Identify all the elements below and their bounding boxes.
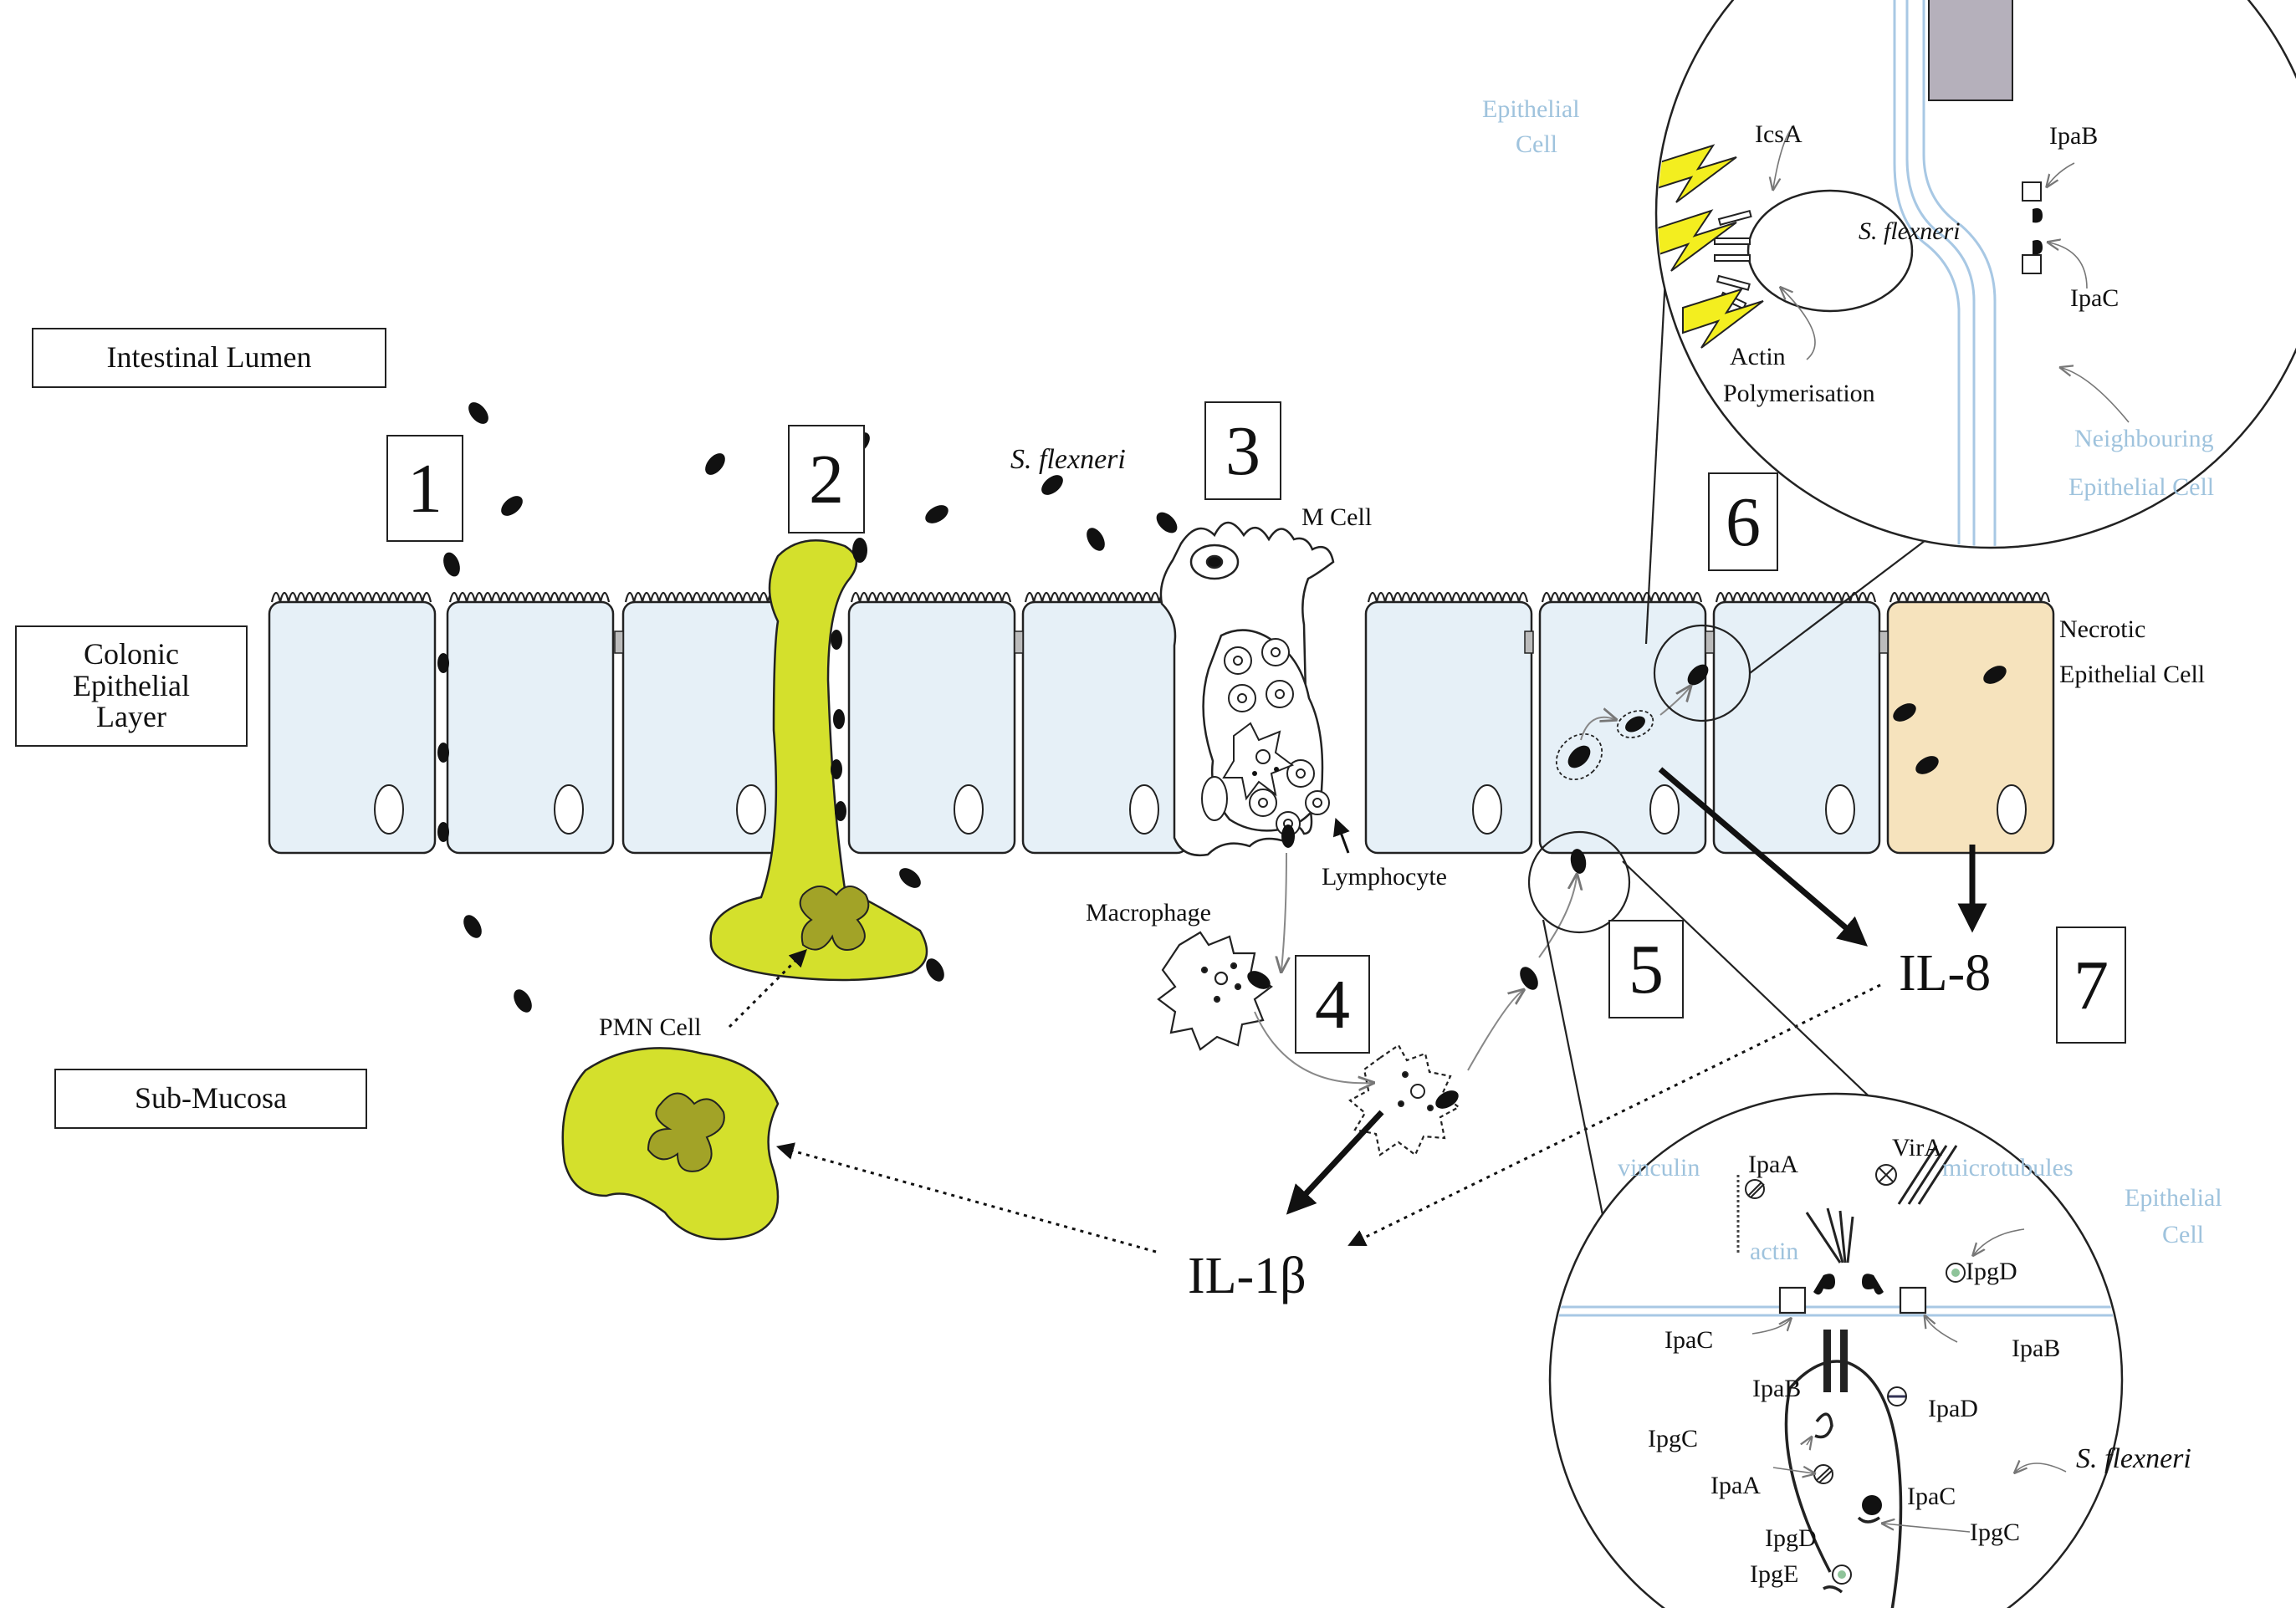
step-6-box: 6 [1708,472,1778,571]
region-label-submucosa: Sub-Mucosa [54,1069,367,1129]
inset-top-s-flexneri: S. flexneri [1859,219,1961,244]
inset-bottom-ipaa-low: IpaA [1710,1473,1761,1498]
necrotic-epithelial-cell [1888,602,2053,853]
inset-bottom-s-flexneri: S. flexneri [2076,1445,2191,1473]
inset-bottom-ipgd-low: IpgD [1765,1526,1817,1551]
inset-top-actin: Actin [1730,345,1786,370]
inset-bottom-ipgc-right: IpgC [1970,1520,2020,1545]
inset-bottom-ipgd-top: IpgD [1966,1259,2017,1284]
inset-top-ipac: IpaC [2070,286,2119,311]
region-label-lumen: Intestinal Lumen [32,328,386,388]
inset-top-polymerisation: Polymerisation [1723,381,1875,406]
epithelial-cell [1023,602,1189,853]
epithelial-layer [269,593,2053,853]
inset-top-ipab: IpaB [2049,124,2098,149]
label-lymphocyte: Lymphocyte [1322,865,1447,890]
label-il1b: IL-1β [1188,1250,1307,1302]
label-pmn-cell: PMN Cell [599,1015,702,1040]
step-5-box: 5 [1608,920,1684,1018]
step-4-box: 4 [1295,955,1370,1054]
label-necrotic-epithelial-cell: Epithelial Cell [2059,662,2205,687]
epithelial-cell [1540,602,1705,853]
epithelial-cell [269,602,435,853]
step-3-box: 3 [1204,401,1281,500]
inset-top-icsa: IcsA [1755,122,1803,147]
epithelial-cell [1366,602,1532,853]
inset-bottom-epithelial: Epithelial [2125,1186,2222,1211]
pmn-cell-submucosa [563,1048,778,1239]
region-label-epithelial: Colonic Epithelial Layer [15,625,248,747]
label-macrophage: Macrophage [1086,901,1211,926]
inset-bottom-ipab-right: IpaB [2012,1336,2060,1361]
inset-bottom-ipaa-top: IpaA [1748,1152,1798,1177]
inset-bottom-vira: VirA [1892,1136,1942,1161]
label-il8: IL-8 [1899,947,1991,999]
inset-top-neighbouring-cell: Epithelial Cell [2068,475,2214,500]
inset-top-neighbouring: Neighbouring [2074,426,2214,452]
inset-bottom-ipac-low: IpaC [1907,1484,1956,1509]
label-m-cell: M Cell [1301,505,1372,530]
epithelial-cell [447,602,613,853]
inset-bottom-microtubules: microtubules [1942,1156,2074,1181]
step-7-box: 7 [2056,927,2126,1044]
label-necrotic: Necrotic [2059,617,2145,642]
inset-bottom-ipad: IpaD [1928,1396,1978,1422]
inset-top-epithelial-cell-2: Cell [1516,132,1557,157]
macrophage [1158,932,1271,1049]
step-1-box: 1 [386,435,463,542]
step-2-box: 2 [788,425,865,533]
inset-bottom-epithelial-cell: Cell [2162,1223,2204,1248]
inset-bottom-ipac-left: IpaC [1664,1328,1713,1353]
epithelial-cell [849,602,1015,853]
inset-top-epithelial-cell: Epithelial [1482,97,1580,122]
inset-bottom-ipgc-left: IpgC [1648,1427,1698,1452]
label-s-flexneri-lumen: S. flexneri [1010,446,1126,474]
inset-bottom-ipab-needle: IpaB [1752,1376,1801,1401]
inset-bottom-ipge: IpgE [1750,1562,1798,1587]
inset-bottom-vinculin: vinculin [1618,1156,1700,1181]
inset-bottom-actin: actin [1750,1239,1798,1264]
m-cell [1161,523,1333,855]
